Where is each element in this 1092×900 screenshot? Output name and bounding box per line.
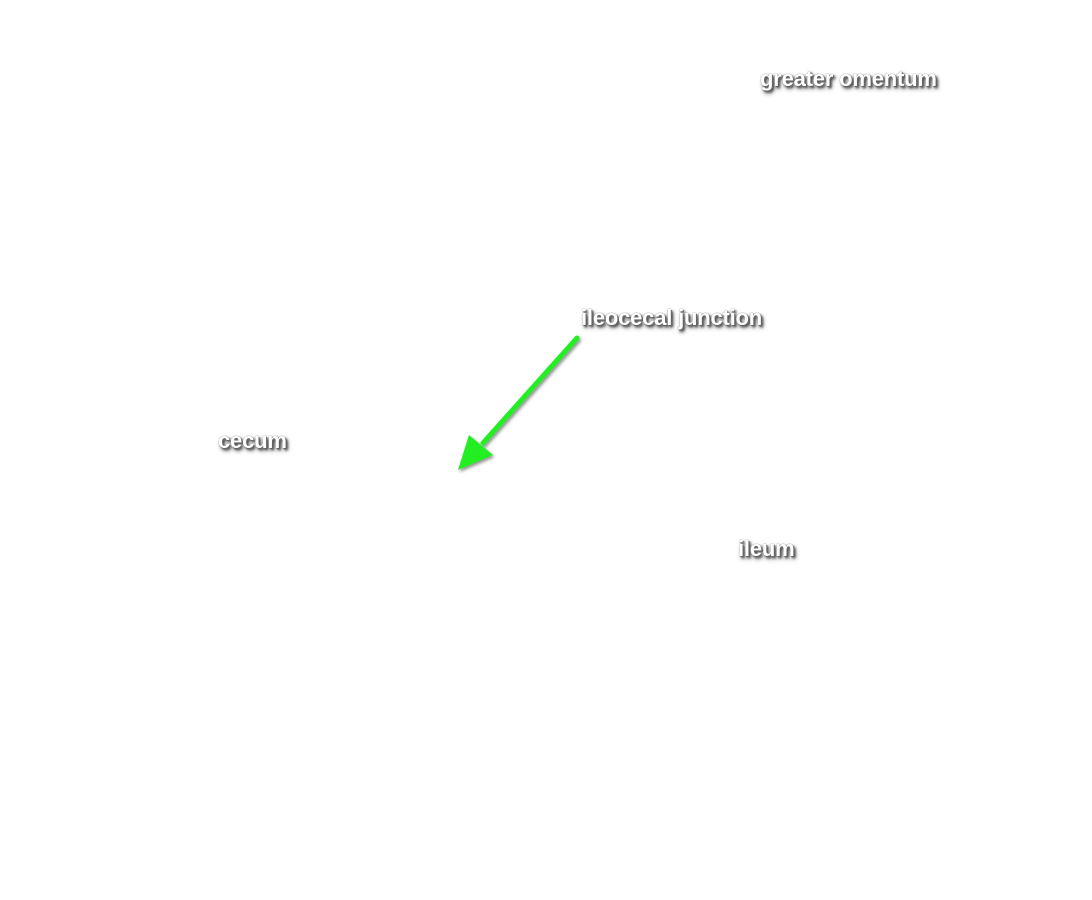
label-greater-omentum: greater omentum xyxy=(760,66,937,91)
arrow-shaft xyxy=(480,335,580,446)
arrow-head xyxy=(458,435,493,470)
label-ileum: ileum xyxy=(738,536,795,561)
label-cecum: cecum xyxy=(218,428,287,453)
label-ileocecal-junction: ileocecal junction xyxy=(581,305,763,330)
